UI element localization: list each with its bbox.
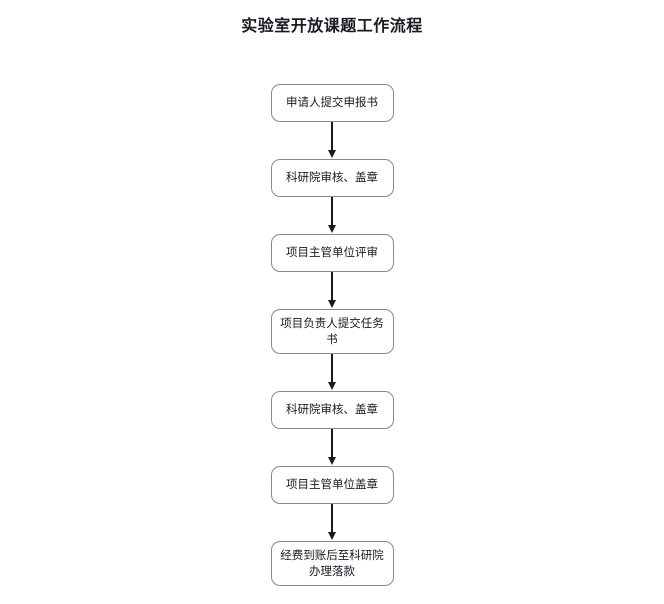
- down-arrow-icon: [327, 457, 336, 465]
- flow-node-step-6: 项目主管单位盖章: [270, 466, 394, 504]
- down-arrow-icon: [327, 300, 336, 308]
- flow-connector-3: [271, 272, 394, 309]
- flow-node-label: 经费到账后至科研院办理落款: [280, 549, 384, 578]
- flowchart: 申请人提交申报书 科研院审核、盖章 项目主管单位评审 项目负责人提交任务书 科研…: [0, 84, 664, 586]
- down-arrow-icon: [327, 382, 336, 390]
- connector-line: [331, 354, 333, 384]
- connector-line: [331, 197, 333, 227]
- flow-node-label: 申请人提交申报书: [286, 97, 378, 109]
- flow-connector-1: [271, 122, 394, 159]
- flow-node-label: 项目主管单位评审: [286, 247, 378, 259]
- flow-node-label: 科研院审核、盖章: [286, 172, 378, 184]
- connector-line: [331, 272, 333, 302]
- flow-node-label: 项目负责人提交任务书: [280, 317, 384, 346]
- flow-node-label: 项目主管单位盖章: [286, 479, 378, 491]
- connector-line: [331, 504, 333, 534]
- connector-line: [331, 122, 333, 152]
- flow-connector-4: [271, 354, 394, 391]
- flow-node-step-5: 科研院审核、盖章: [270, 391, 394, 429]
- flow-node-step-1: 申请人提交申报书: [270, 84, 394, 122]
- connector-line: [331, 429, 333, 459]
- flow-node-step-4: 项目负责人提交任务书: [270, 309, 394, 354]
- down-arrow-icon: [327, 150, 336, 158]
- down-arrow-icon: [327, 532, 336, 540]
- flow-node-step-7: 经费到账后至科研院办理落款: [270, 541, 394, 586]
- page-title: 实验室开放课题工作流程: [241, 18, 423, 35]
- flow-connector-2: [271, 197, 394, 234]
- down-arrow-icon: [327, 225, 336, 233]
- flow-connector-6: [271, 504, 394, 541]
- flow-node-label: 科研院审核、盖章: [286, 404, 378, 416]
- flow-node-step-2: 科研院审核、盖章: [270, 159, 394, 197]
- flow-connector-5: [271, 429, 394, 466]
- flow-node-step-3: 项目主管单位评审: [270, 234, 394, 272]
